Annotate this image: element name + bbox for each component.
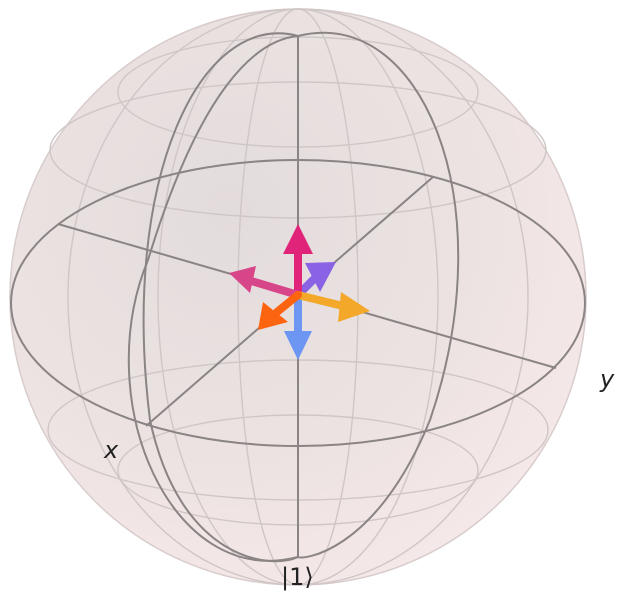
x-axis-label: x xyxy=(104,436,119,464)
vector-orange-right xyxy=(294,291,370,322)
bottom-state-label: |1⟩ xyxy=(281,563,314,591)
state-vectors xyxy=(229,224,370,360)
vector-pink-left xyxy=(229,266,302,299)
y-axis-label: y xyxy=(600,365,615,393)
vector-magenta-up xyxy=(283,224,313,299)
vector-blue-down xyxy=(284,291,312,360)
vector-orange-red-front xyxy=(258,291,302,330)
